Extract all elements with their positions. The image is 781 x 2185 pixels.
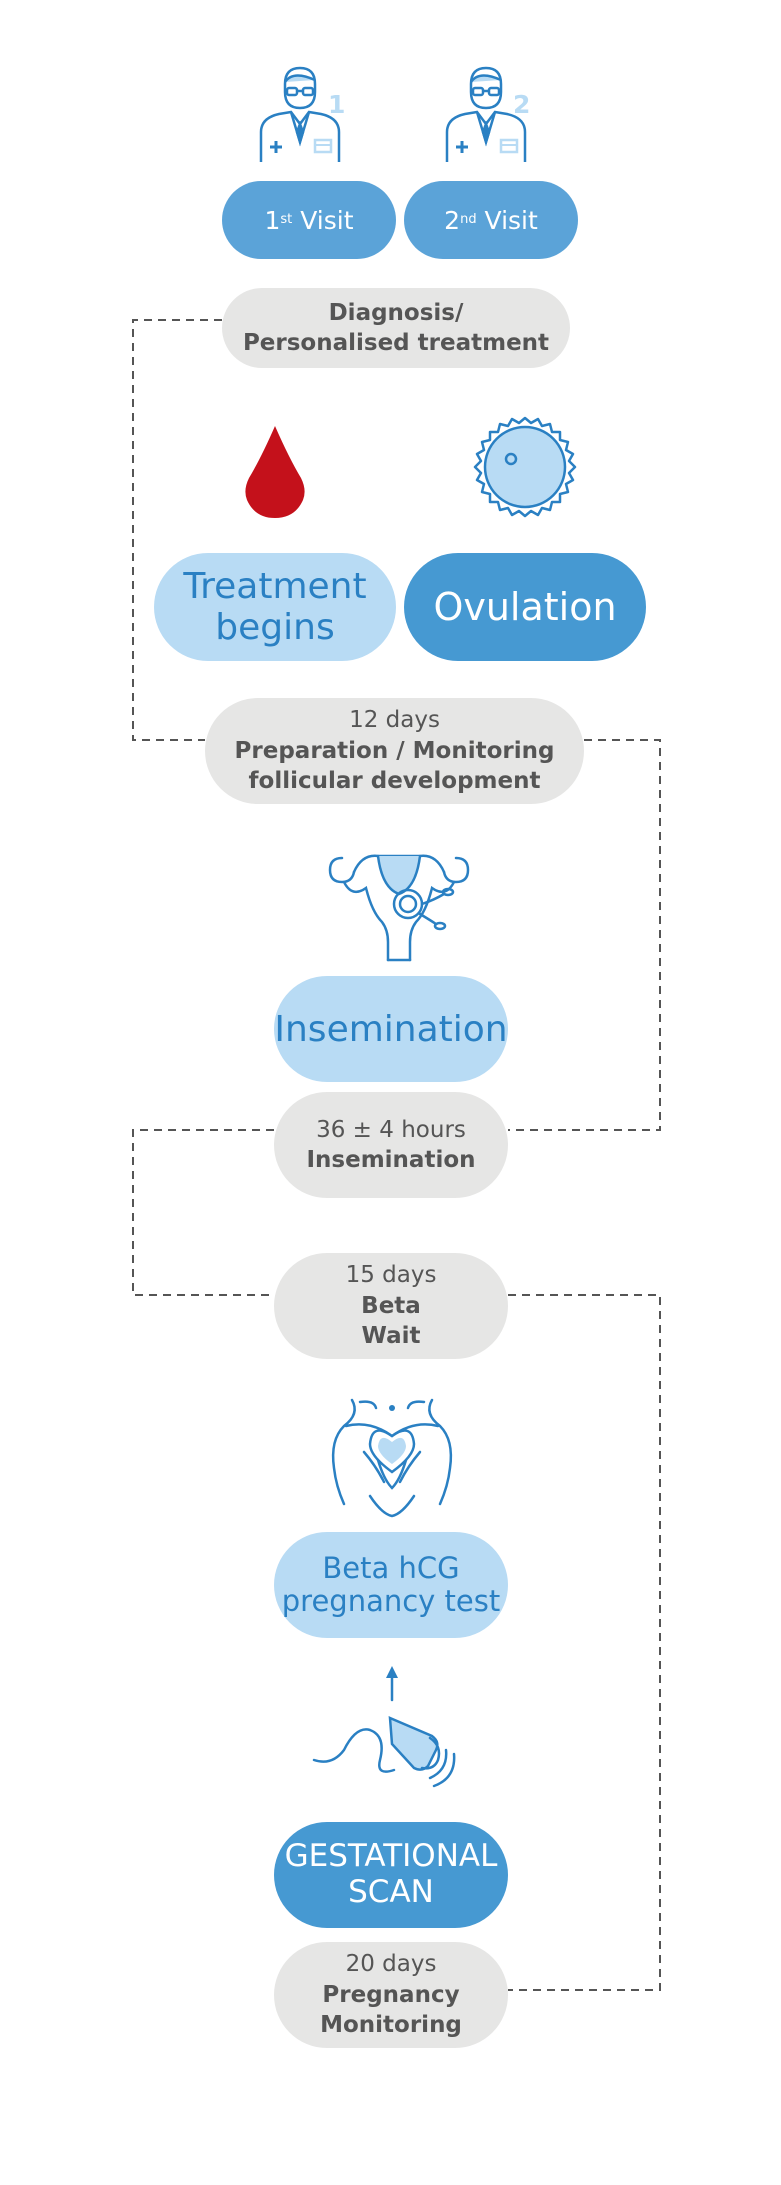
preparation-pill: 12 days Preparation / Monitoring follicu… <box>205 698 584 804</box>
beta-wait-duration: 15 days <box>345 1262 437 1289</box>
doctor-icon <box>445 66 527 162</box>
scan-line2: SCAN <box>348 1874 434 1910</box>
uterus-icon <box>328 854 470 962</box>
treatment-begins-pill: Treatment begins <box>154 553 396 661</box>
treatment-line1: Treatment <box>183 565 367 607</box>
pregnancy-line2: Monitoring <box>320 2012 462 2039</box>
diagnosis-line1: Diagnosis/ <box>328 299 464 326</box>
diagnosis-pill: Diagnosis/ Personalised treatment <box>222 288 570 368</box>
visit-number-badge: 1 <box>328 90 346 119</box>
ovulation-label: Ovulation <box>433 585 617 629</box>
ultrasound-probe-icon <box>312 1666 456 1788</box>
scan-line1: GESTATIONAL <box>284 1838 498 1875</box>
beta-test-line1: Beta hCG <box>322 1550 460 1585</box>
pregnant-belly-heart-icon <box>331 1398 453 1518</box>
visit-number-badge: 2 <box>513 90 531 119</box>
visit-label: Visit <box>300 205 354 235</box>
gestational-scan-pill: GESTATIONAL SCAN <box>274 1822 508 1928</box>
beta-wait-pill: 15 days Beta Wait <box>274 1253 508 1359</box>
insemination-wait-duration: 36 ± 4 hours <box>316 1116 466 1143</box>
treatment-line2: begins <box>215 607 335 648</box>
preparation-line1: Preparation / Monitoring <box>234 737 555 764</box>
insemination-wait-line1: Insemination <box>306 1147 476 1173</box>
doctor-icon <box>259 66 341 162</box>
beta-test-line2: pregnancy test <box>281 1584 501 1618</box>
insemination-wait-pill: 36 ± 4 hours Insemination <box>274 1092 508 1198</box>
visit-number: 2 <box>444 205 461 235</box>
insemination-pill: Insemination <box>274 976 508 1082</box>
preparation-line2: follicular development <box>248 768 541 795</box>
pregnancy-monitoring-pill: 20 days Pregnancy Monitoring <box>274 1942 508 2048</box>
ovulation-pill: Ovulation <box>404 553 646 661</box>
pregnancy-line1: Pregnancy <box>322 1981 460 2008</box>
visit-number: 1 <box>264 205 281 235</box>
diagnosis-line2: Personalised treatment <box>242 330 550 356</box>
beta-hcg-test-pill: Beta hCG pregnancy test <box>274 1532 508 1638</box>
preparation-duration: 12 days <box>349 707 440 734</box>
blood-drop-icon <box>245 426 305 518</box>
egg-cell-icon <box>473 416 577 518</box>
beta-wait-line2: Wait <box>361 1323 421 1350</box>
insemination-label: Insemination <box>274 1008 508 1050</box>
pregnancy-duration: 20 days <box>345 1951 437 1978</box>
visit-label: Visit <box>484 205 538 235</box>
beta-wait-line1: Beta <box>361 1292 421 1319</box>
